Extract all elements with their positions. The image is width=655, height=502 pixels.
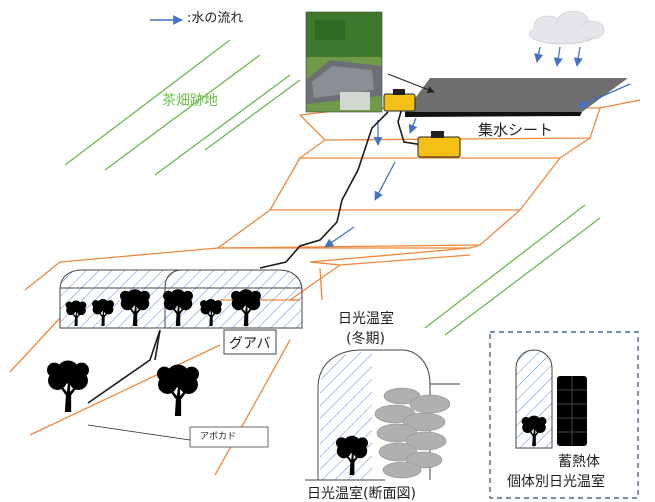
cross-section-label: 日光温室(断面図) (307, 486, 416, 502)
water-pipes (87, 107, 424, 404)
greenhouse-cross-section (305, 349, 460, 481)
avocado-callout (87, 424, 269, 448)
winter-greenhouse-title: 日光温室 (338, 311, 394, 327)
individual-greenhouse-label: 個体別日光温室 (507, 474, 605, 490)
thermal-mass-blocks (557, 376, 587, 446)
tree-icon (47, 360, 89, 412)
guava-label: グアバ (229, 336, 271, 352)
guava-greenhouse (59, 269, 303, 355)
photo-thumbnail (305, 11, 383, 113)
individual-greenhouse-box (489, 331, 639, 499)
rain-arrows (534, 46, 583, 67)
winter-greenhouse-subtitle: (冬期) (346, 331, 385, 347)
water-tank-icon (417, 131, 461, 158)
thermal-mass-label: 蓄熱体 (558, 454, 600, 470)
water-tank-icon (383, 89, 416, 112)
legend-label: :水の流れ (187, 11, 244, 26)
grass-lines-bottom (424, 204, 601, 336)
photo-pointer-arrow (387, 73, 435, 93)
grass-lines-top (64, 39, 301, 176)
water-flow-arrows (324, 83, 631, 248)
stone-wall (374, 387, 451, 479)
rain-cloud-icon (528, 10, 605, 45)
collection-sheet (405, 78, 628, 117)
avocado-label: アボカド (200, 432, 237, 442)
collection-sheet-label: 集水シート (478, 121, 554, 139)
avocado-trees (47, 360, 199, 416)
tree-icon (157, 364, 199, 416)
tea-field-label: 茶畑跡地 (162, 93, 218, 109)
